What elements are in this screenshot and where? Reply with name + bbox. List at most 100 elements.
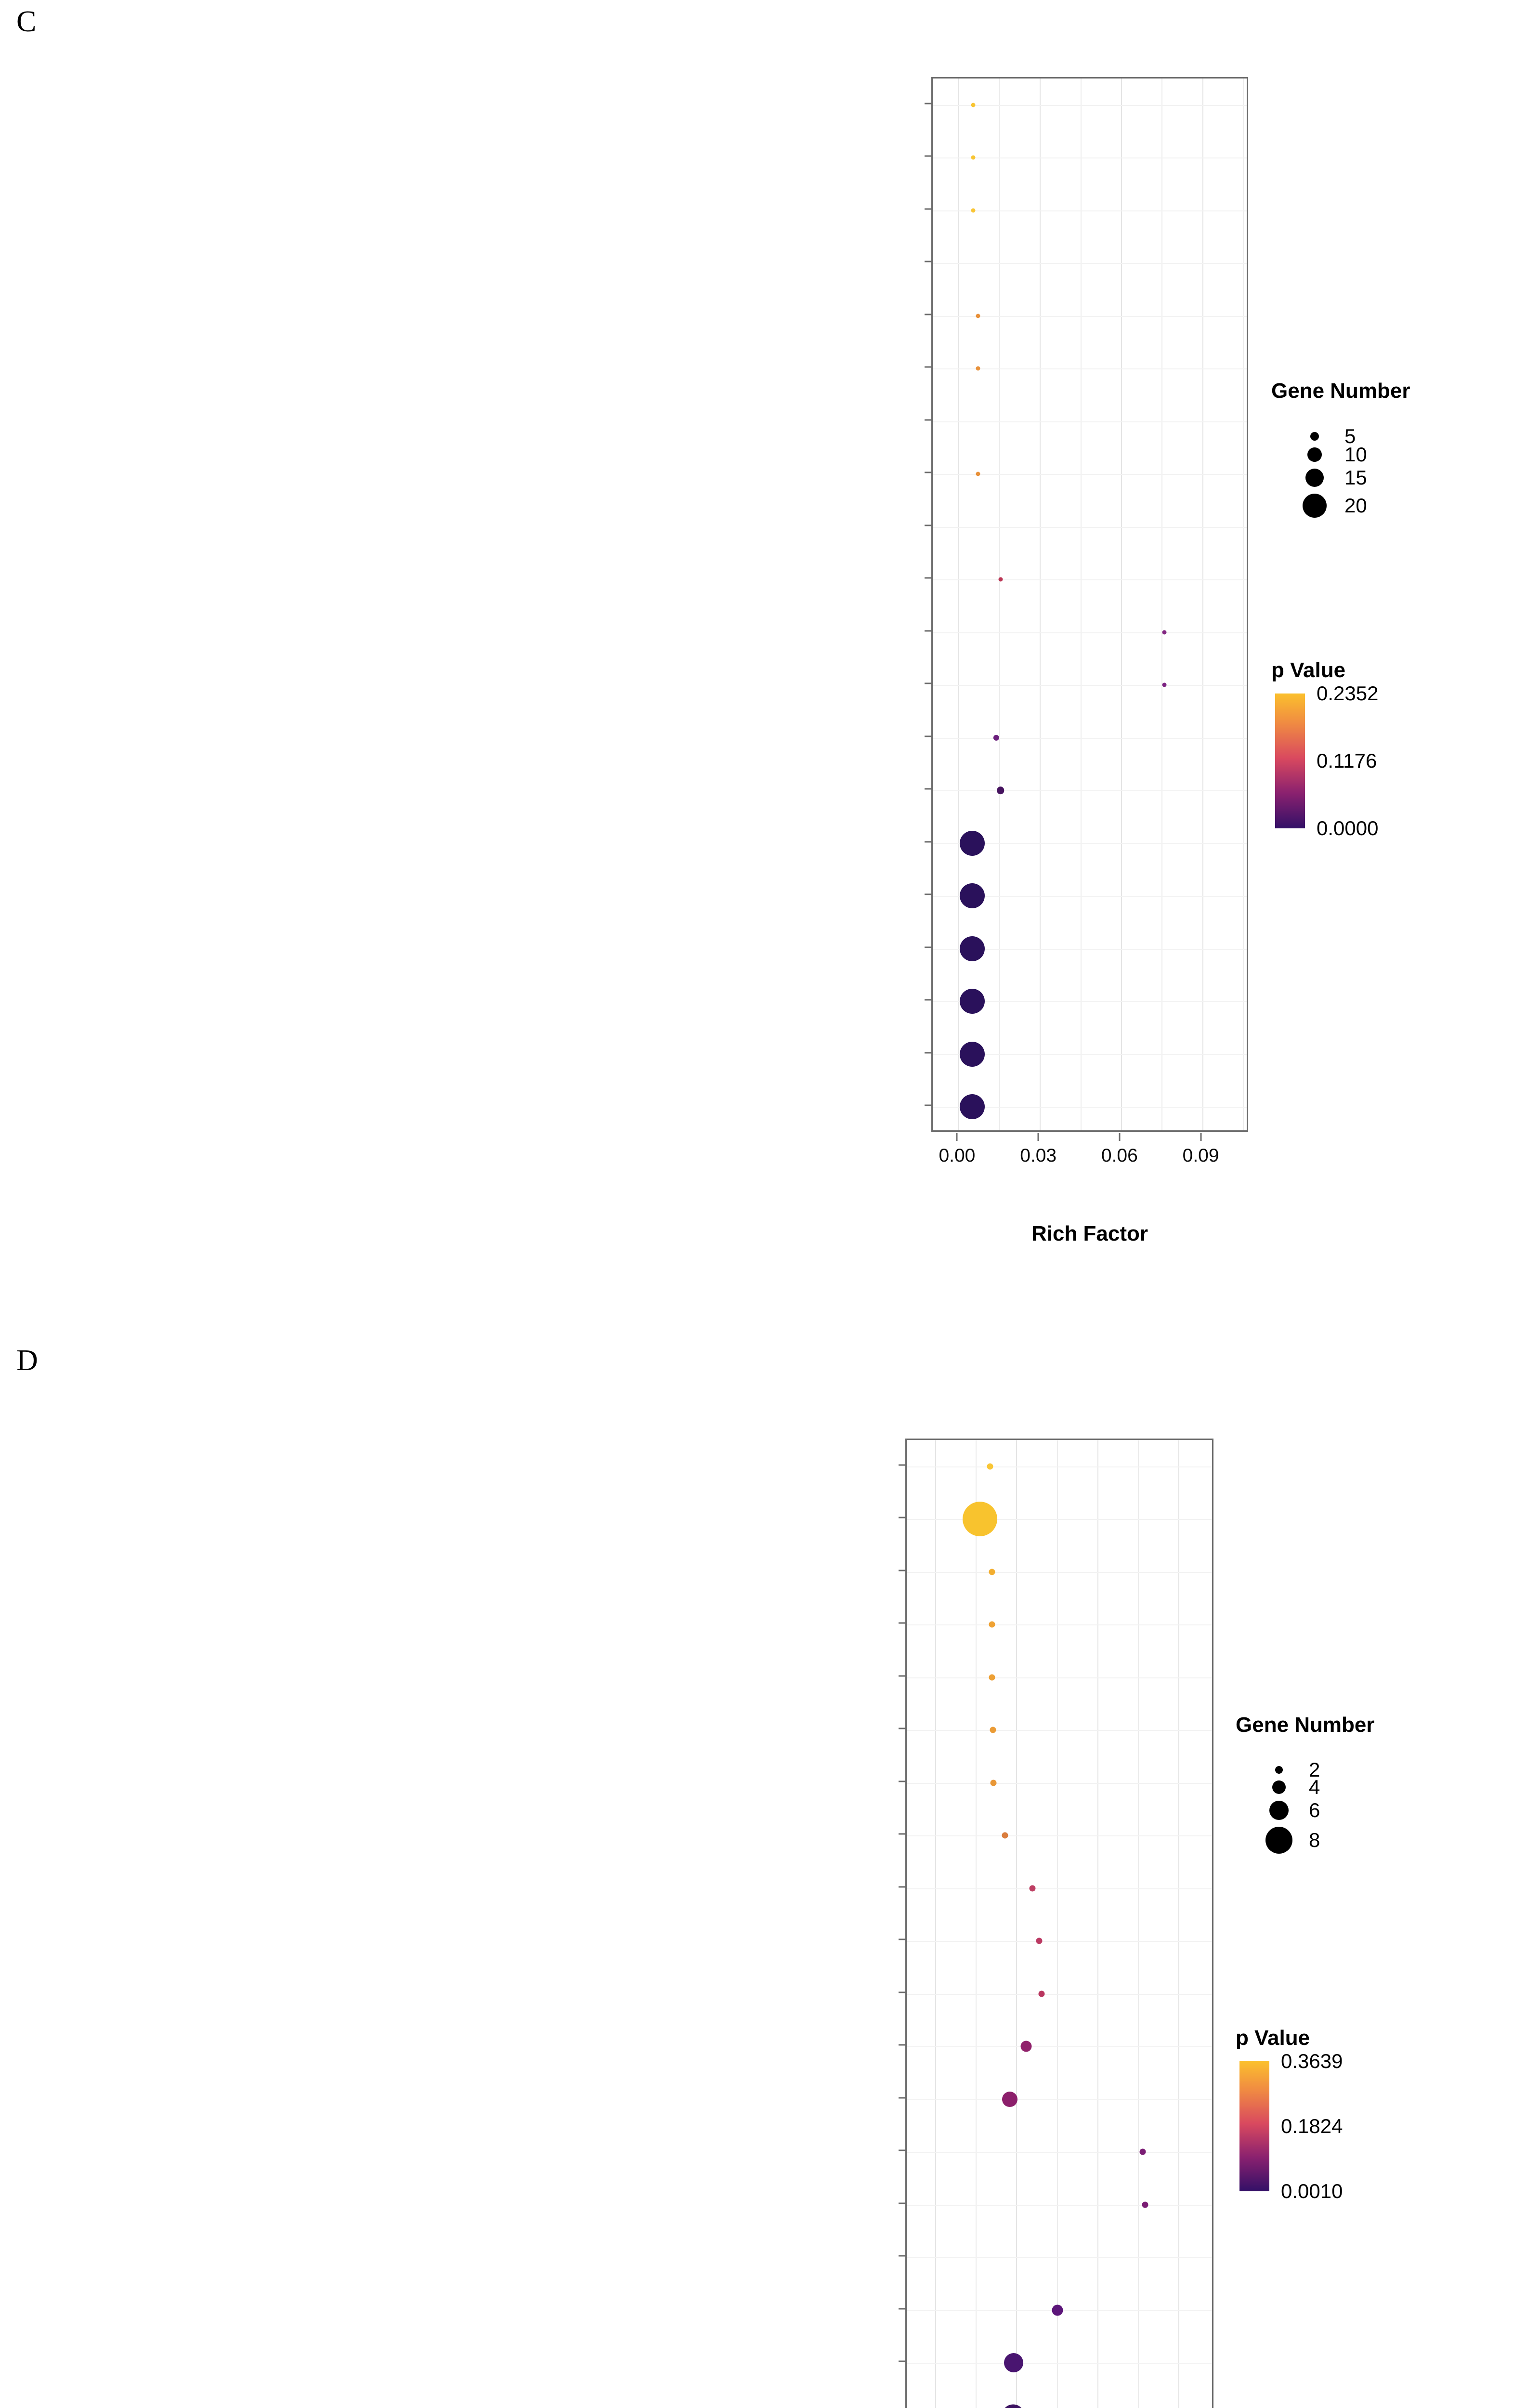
legend-size-dot bbox=[1265, 1827, 1292, 1854]
gridline-vertical bbox=[935, 1440, 936, 2408]
panel-letter-c: C bbox=[16, 5, 37, 38]
x-axis-tick bbox=[956, 1133, 958, 1141]
legend-size-title: Gene Number bbox=[1236, 1713, 1375, 1737]
legend-colorbar-label: 0.0010 bbox=[1281, 2180, 1343, 2202]
gridline-vertical bbox=[1056, 1440, 1058, 2408]
gridline-horizontal bbox=[907, 2046, 1212, 2048]
gridline-vertical bbox=[1080, 79, 1082, 1130]
y-axis-tick bbox=[925, 682, 931, 684]
x-axis-tick-label: 0.09 bbox=[1182, 1145, 1219, 1166]
legend-colorbar-label: 0.1176 bbox=[1317, 749, 1377, 772]
x-axis-tick-label: 0.06 bbox=[1101, 1145, 1138, 1166]
data-point-bubble bbox=[976, 471, 980, 476]
gridline-horizontal bbox=[907, 1993, 1212, 1995]
data-point-bubble bbox=[1029, 1885, 1036, 1892]
y-axis-tick bbox=[925, 155, 931, 157]
gridline-horizontal bbox=[933, 474, 1247, 475]
y-axis-tick bbox=[899, 1464, 905, 1466]
y-axis-tick bbox=[899, 1938, 905, 1940]
data-point-bubble bbox=[1052, 2304, 1063, 2316]
y-axis-tick bbox=[925, 1104, 931, 1106]
gridline-horizontal bbox=[933, 315, 1247, 317]
gridline-horizontal bbox=[907, 1624, 1212, 1626]
gridline-horizontal bbox=[933, 210, 1247, 211]
legend-size-dot bbox=[1307, 447, 1322, 462]
legend-colorbar bbox=[1275, 694, 1305, 828]
gridline-horizontal bbox=[933, 632, 1247, 633]
data-point-bubble bbox=[1162, 682, 1167, 687]
gridline-horizontal bbox=[907, 1466, 1212, 1467]
gridline-horizontal bbox=[907, 2257, 1212, 2259]
x-axis-tick-label: 0.00 bbox=[939, 1145, 976, 1166]
data-point-bubble bbox=[976, 314, 980, 318]
y-axis-tick bbox=[899, 2149, 905, 2151]
data-point-bubble bbox=[989, 1569, 995, 1575]
legend-size-label: 5 bbox=[1344, 425, 1356, 447]
panel-letter-d: D bbox=[16, 1344, 38, 1377]
gridline-horizontal bbox=[933, 157, 1247, 159]
gridline-horizontal bbox=[907, 1835, 1212, 1837]
legend-colorbar bbox=[1239, 2061, 1269, 2191]
gridline-horizontal bbox=[907, 2152, 1212, 2153]
gridline-vertical bbox=[1161, 79, 1163, 1130]
y-axis-tick bbox=[899, 1727, 905, 1729]
gridline-vertical bbox=[1138, 1440, 1139, 2408]
y-axis-tick bbox=[899, 2044, 905, 2046]
gridline-horizontal bbox=[907, 1519, 1212, 1520]
y-axis-tick bbox=[899, 1622, 905, 1624]
legend-size-label: 20 bbox=[1344, 494, 1367, 517]
gridline-horizontal bbox=[907, 1782, 1212, 1784]
y-axis-tick bbox=[925, 419, 931, 421]
legend-size-dot bbox=[1272, 1780, 1286, 1794]
data-point-bubble bbox=[1002, 2404, 1025, 2408]
y-axis-tick bbox=[899, 2308, 905, 2310]
panel-c-x-axis-title: Rich Factor bbox=[1031, 1222, 1148, 1245]
gridline-horizontal bbox=[933, 526, 1247, 528]
gridline-vertical bbox=[1016, 1440, 1017, 2408]
gridline-horizontal bbox=[933, 790, 1247, 792]
data-point-bubble bbox=[1004, 2353, 1024, 2373]
legend-size-label: 4 bbox=[1309, 1776, 1320, 1798]
panel-c: C Arachidonic acid metabolismQuorum sens… bbox=[16, 5, 1512, 1245]
data-point-bubble bbox=[1002, 1832, 1008, 1839]
data-point-bubble bbox=[996, 786, 1004, 794]
data-point-bubble bbox=[1139, 2148, 1146, 2155]
gridline-horizontal bbox=[933, 737, 1247, 739]
gridline-horizontal bbox=[907, 1730, 1212, 1731]
data-point-bubble bbox=[959, 830, 985, 856]
data-point-bubble bbox=[962, 1502, 997, 1537]
gridline-vertical bbox=[1242, 79, 1244, 1130]
y-axis-tick bbox=[925, 103, 931, 105]
data-point-bubble bbox=[1002, 2091, 1017, 2107]
gridline-vertical bbox=[958, 79, 960, 1130]
legend-size-dot bbox=[1269, 1801, 1289, 1820]
legend-size-dot bbox=[1305, 469, 1324, 487]
data-point-bubble bbox=[971, 103, 976, 107]
legend-color-title: p Value bbox=[1271, 658, 1346, 682]
y-axis-tick bbox=[925, 261, 931, 262]
legend-color-title: p Value bbox=[1236, 2026, 1310, 2050]
gridline-vertical bbox=[976, 1440, 977, 2408]
y-axis-tick bbox=[899, 1991, 905, 1993]
y-axis-tick bbox=[925, 946, 931, 948]
y-axis-tick bbox=[899, 1833, 905, 1835]
y-axis-tick bbox=[899, 2202, 905, 2204]
y-axis-tick bbox=[899, 1780, 905, 1782]
legend-size-label: 15 bbox=[1344, 466, 1367, 489]
data-point-bubble bbox=[993, 734, 1000, 741]
gridline-horizontal bbox=[933, 579, 1247, 581]
gridline-horizontal bbox=[907, 2363, 1212, 2364]
y-axis-tick bbox=[925, 524, 931, 526]
data-point-bubble bbox=[959, 1041, 985, 1067]
gridline-horizontal bbox=[933, 368, 1247, 370]
data-point-bubble bbox=[959, 989, 985, 1014]
y-axis-tick bbox=[899, 2255, 905, 2257]
gridline-horizontal bbox=[933, 105, 1247, 106]
panel-c-plot-area bbox=[931, 77, 1248, 1132]
legend-size-label: 2 bbox=[1309, 1758, 1320, 1781]
legend-size-dot bbox=[1275, 1766, 1283, 1774]
y-axis-tick bbox=[925, 471, 931, 473]
legend-size-label: 8 bbox=[1309, 1829, 1320, 1851]
y-axis-tick bbox=[925, 1052, 931, 1054]
